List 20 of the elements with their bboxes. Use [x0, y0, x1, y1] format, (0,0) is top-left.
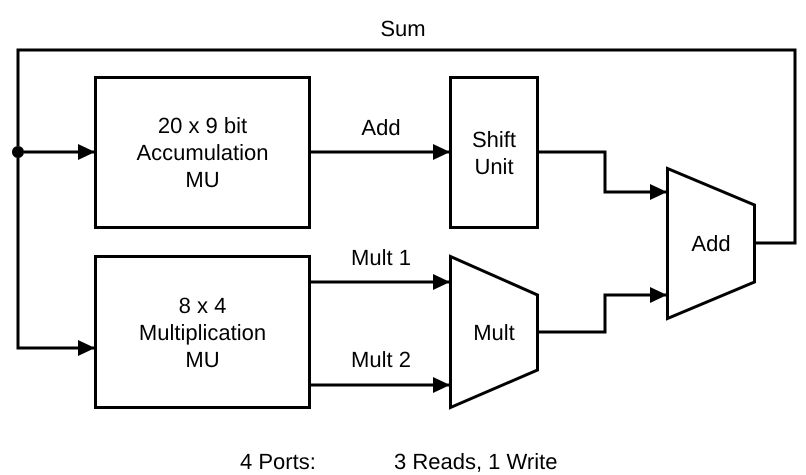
- unit-label: Add: [691, 230, 731, 257]
- unit-label: Shift Unit: [470, 126, 518, 180]
- junction-dot: [12, 146, 24, 158]
- arrow: [24, 144, 95, 160]
- note-text: 3 Reads, 1 Write: [392, 450, 560, 474]
- arrow: [311, 274, 450, 290]
- unit-label: 8 x 4 Multiplication MU: [138, 292, 268, 372]
- memory-unit-box: [94, 255, 311, 409]
- arrow: [16, 158, 95, 356]
- arrow: [539, 150, 667, 200]
- connector-line: [16, 48, 796, 244]
- multiplier-trapezoid: [449, 255, 539, 409]
- arrow: [311, 144, 450, 160]
- unit-label: Mult: [473, 318, 515, 346]
- arrow: [539, 287, 667, 334]
- memory-unit-box: [94, 76, 311, 229]
- shift-unit-box: [449, 76, 539, 229]
- unit-label: 20 x 9 bit Accumulation MU: [135, 112, 270, 193]
- arrow: [311, 377, 450, 393]
- adder-trapezoid: [666, 167, 756, 320]
